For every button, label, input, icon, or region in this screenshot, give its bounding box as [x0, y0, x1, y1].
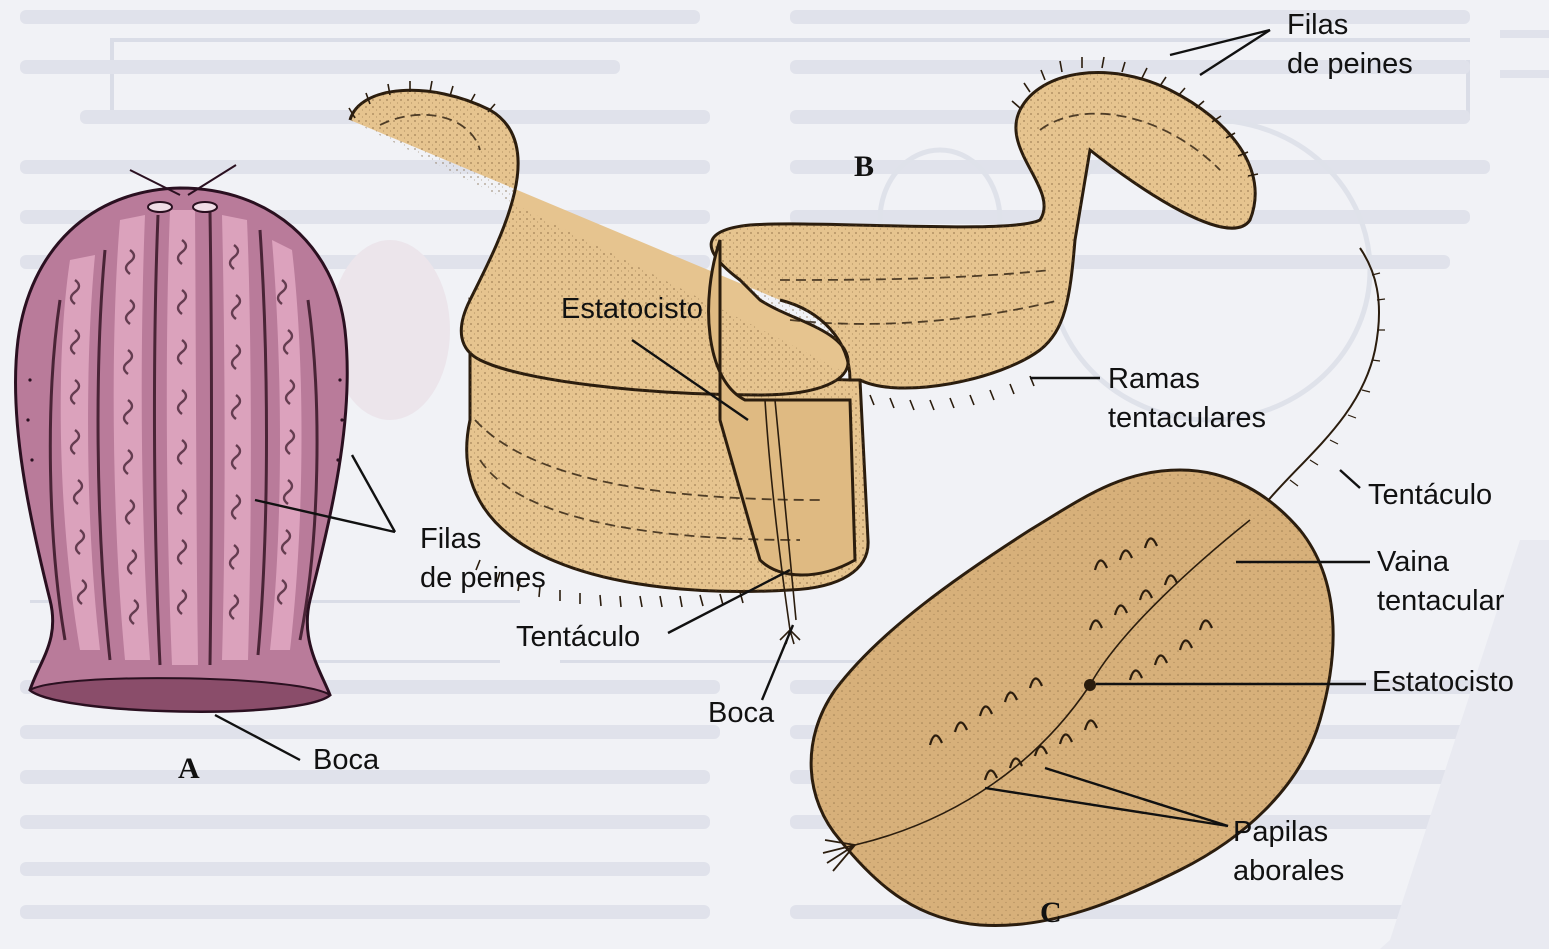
figure-c-letter: C [1040, 896, 1062, 930]
label-c-tentaculo: Tentáculo [1368, 476, 1492, 515]
label-b-ramas-tentaculares: Ramas tentaculares [1108, 360, 1266, 438]
label-a-boca: Boca [313, 741, 379, 780]
figure-a-letter: A [178, 752, 200, 786]
label-b-boca: Boca [708, 694, 774, 733]
label-b-estatocisto: Estatocisto [561, 290, 703, 329]
label-c-estatocisto: Estatocisto [1372, 663, 1514, 702]
label-b-tentaculo: Tentáculo [516, 618, 640, 657]
label-b-filas-de-peines: Filas de peines [1287, 6, 1413, 84]
label-c-papilas-aborales: Papilas aborales [1233, 813, 1344, 891]
figure-a-ctenophore [16, 165, 348, 711]
label-a-filas-de-peines: Filas de peines [420, 520, 546, 598]
label-c-vaina-tentacular: Vaina tentacular [1377, 543, 1504, 621]
figure-b-letter: B [854, 150, 874, 184]
